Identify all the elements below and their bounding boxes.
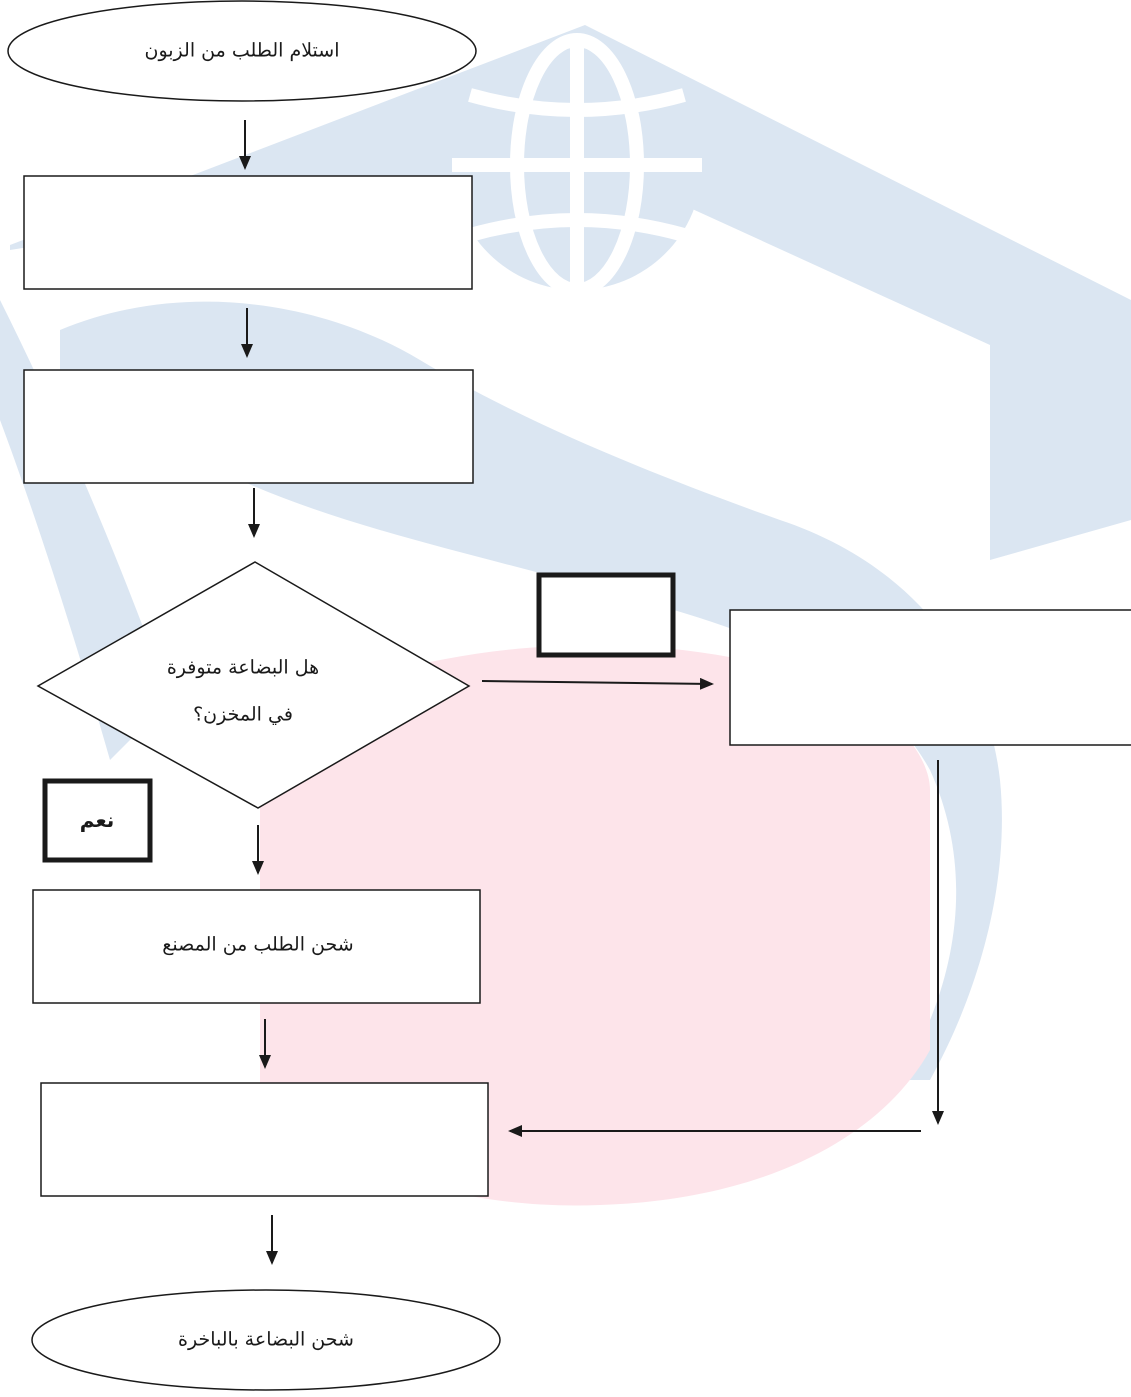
no-label-box — [536, 572, 676, 658]
decision-label-line-2: في المخزن؟ — [193, 703, 293, 726]
swoosh-pink-shape — [260, 645, 930, 1206]
process-box-2 — [23, 369, 474, 484]
start-terminal-label: استلام الطلب من الزبون — [144, 39, 340, 62]
end-terminal-label: شحن البضاعة بالباخرة — [178, 1328, 354, 1351]
merge-box — [40, 1082, 489, 1197]
flowchart-connectors — [239, 120, 944, 1265]
cap-board-shape — [10, 25, 1131, 560]
yes-branch-box-label: شحن الطلب من المصنع — [162, 933, 354, 956]
start-terminal — [7, 0, 477, 102]
process-box-1 — [23, 175, 473, 290]
decision-label-line-1: هل البضاعة متوفرة — [166, 656, 320, 679]
swoosh-blue-shape — [60, 301, 1002, 1081]
arrow-decision-to-no-branch — [481, 677, 714, 690]
decision-diamond — [36, 561, 471, 809]
no-branch-box — [729, 609, 1131, 746]
yes-label-box — [42, 778, 153, 863]
globe-icon — [452, 33, 702, 297]
yes-branch-box — [32, 889, 481, 1004]
end-terminal — [31, 1289, 501, 1391]
yes-label-text: نعم — [79, 808, 115, 832]
flowchart-shapes — [7, 0, 1131, 1391]
